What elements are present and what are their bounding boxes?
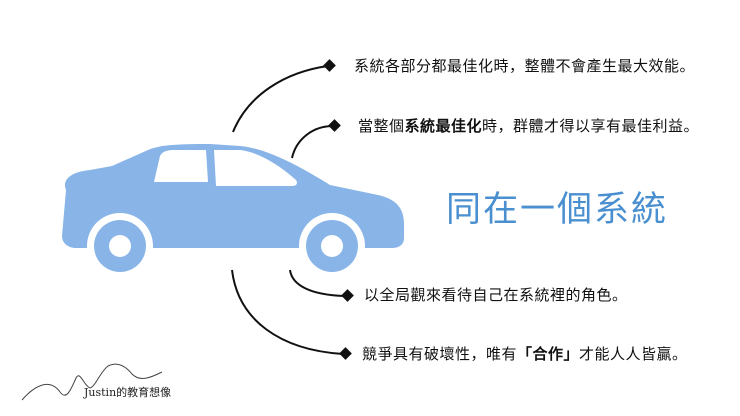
point-2: 當整個系統最佳化時，群體才得以享有最佳利益。 (358, 116, 699, 136)
connector-line-2 (291, 125, 334, 159)
signature-scribble (21, 363, 163, 401)
point-4: 競爭具有破壞性，唯有「合作」才能人人皆贏。 (362, 344, 688, 364)
point-3-text: 以全局觀來看待自己在系統裡的角色。 (364, 286, 628, 304)
point-3: 以全局觀來看待自己在系統裡的角色。 (364, 285, 628, 305)
car-wheel-rear-hub (321, 235, 343, 257)
headline: 同在一個系統 (446, 190, 669, 230)
connector-line-1 (232, 65, 329, 133)
car-illustration (62, 144, 404, 279)
point-1: 系統各部分都最佳化時，整體不會產生最大效能。 (354, 56, 695, 76)
diamond-bullet-icon (323, 59, 336, 72)
point-2-emphasis: 系統最佳化 (404, 117, 483, 135)
signature-text: Justin的教育想像 (84, 386, 172, 399)
diamond-bullet-icon (341, 289, 354, 302)
point-4-text-after: 才能人人皆贏。 (579, 345, 688, 363)
diamond-bullet-icon (328, 119, 341, 132)
point-2-text-before: 當整個 (358, 117, 405, 135)
point-2-text-after: 時，群體才得以享有最佳利益。 (482, 117, 700, 135)
car-wheel-front-hub (109, 235, 131, 257)
diamond-bullet-icon (339, 347, 352, 360)
car-window-front (154, 150, 208, 182)
connector-line-4 (231, 269, 344, 355)
point-1-text: 系統各部分都最佳化時，整體不會產生最大效能。 (354, 57, 696, 75)
connector-line-3 (289, 269, 346, 297)
point-4-text-before: 競爭具有破壞性，唯有 (362, 345, 518, 363)
point-4-quote: 「合作」 (517, 345, 580, 363)
car-window-rear (214, 150, 297, 186)
